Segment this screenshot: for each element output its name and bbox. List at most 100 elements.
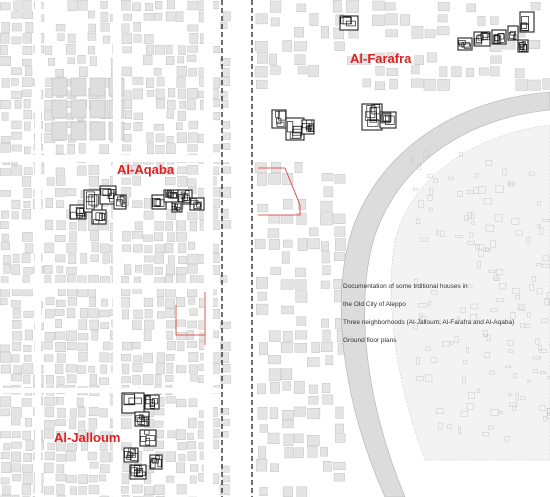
building-block bbox=[132, 484, 143, 494]
house-room bbox=[128, 397, 142, 405]
building-block bbox=[120, 418, 132, 429]
house-room bbox=[275, 110, 280, 118]
building-block bbox=[384, 2, 396, 11]
building-block bbox=[220, 375, 232, 384]
ruin-fragment bbox=[537, 224, 542, 228]
building-block bbox=[89, 56, 97, 66]
building-block bbox=[283, 433, 294, 446]
building-block bbox=[79, 66, 88, 78]
building-block bbox=[121, 33, 133, 45]
building-block bbox=[143, 297, 154, 307]
building-block bbox=[190, 475, 197, 484]
building-block bbox=[489, 43, 502, 52]
house-plan-al-farafra bbox=[339, 15, 359, 31]
building-block bbox=[44, 242, 54, 254]
building-block bbox=[335, 238, 346, 251]
building-block bbox=[282, 410, 294, 421]
ruin-fragment bbox=[416, 163, 421, 170]
building-block bbox=[220, 341, 231, 351]
building-block bbox=[67, 33, 76, 44]
building-block bbox=[220, 431, 229, 438]
building-block bbox=[220, 91, 228, 99]
building-block bbox=[333, 27, 345, 40]
courtyard-block bbox=[51, 99, 68, 119]
building-block bbox=[490, 16, 499, 25]
building-block bbox=[21, 253, 31, 264]
house-room bbox=[144, 395, 151, 401]
building-block bbox=[280, 368, 293, 380]
building-block bbox=[69, 221, 77, 230]
building-block bbox=[309, 13, 319, 26]
building-block bbox=[0, 32, 10, 44]
house-room bbox=[520, 23, 529, 31]
house-room bbox=[100, 188, 111, 196]
house-room bbox=[155, 455, 160, 461]
ruin-fragment bbox=[425, 346, 432, 351]
building-block bbox=[321, 318, 329, 328]
house-room bbox=[190, 198, 197, 205]
house-room bbox=[172, 206, 177, 211]
house-plan-al-jalloum bbox=[134, 411, 150, 427]
building-block bbox=[121, 66, 133, 77]
ruin-fragment bbox=[485, 159, 493, 166]
building-block bbox=[11, 131, 22, 140]
red-parcel-west bbox=[175, 305, 205, 336]
building-block bbox=[23, 453, 32, 462]
ruin-fragment bbox=[464, 215, 469, 222]
house-room bbox=[289, 131, 301, 139]
building-block bbox=[155, 363, 166, 375]
building-block bbox=[166, 135, 174, 143]
building-block bbox=[88, 175, 99, 187]
building-block bbox=[55, 144, 64, 155]
building-block bbox=[0, 241, 10, 251]
building-block bbox=[165, 11, 176, 22]
building-block bbox=[254, 239, 266, 250]
building-block bbox=[121, 486, 129, 494]
building-block bbox=[153, 124, 165, 131]
ruin-fragment bbox=[535, 338, 540, 345]
building-block bbox=[11, 165, 23, 176]
building-block bbox=[296, 3, 306, 12]
building-block bbox=[322, 265, 331, 275]
building-block bbox=[177, 442, 187, 451]
house-plan-al-farafra bbox=[517, 39, 529, 53]
citadel-moat-ring bbox=[340, 91, 550, 497]
house-outline bbox=[339, 15, 359, 31]
building-block bbox=[167, 430, 176, 439]
building-block bbox=[132, 200, 143, 209]
building-block bbox=[323, 461, 332, 472]
ruin-fragment bbox=[436, 408, 444, 414]
building-block bbox=[220, 352, 229, 363]
ruin-fragment bbox=[470, 314, 478, 322]
building-block bbox=[44, 397, 56, 406]
building-block bbox=[121, 276, 129, 284]
house-plan-al-farafra bbox=[519, 11, 535, 33]
building-block bbox=[132, 88, 143, 100]
ruin-fragment bbox=[477, 261, 481, 269]
building-block bbox=[165, 56, 175, 65]
building-block bbox=[56, 397, 64, 405]
ruin-fragment bbox=[478, 250, 484, 257]
building-block bbox=[23, 311, 34, 318]
building-block bbox=[267, 228, 280, 238]
building-block bbox=[188, 120, 198, 130]
courtyard-block bbox=[89, 121, 106, 141]
building-block bbox=[528, 79, 541, 91]
house-room bbox=[127, 452, 134, 458]
ruin-fragment bbox=[515, 393, 519, 401]
building-block bbox=[24, 146, 31, 155]
ruin-fragment bbox=[529, 284, 534, 291]
building-block bbox=[0, 168, 11, 176]
building-block bbox=[213, 112, 220, 121]
ruin-fragment bbox=[460, 410, 468, 417]
building-block bbox=[67, 57, 76, 65]
building-block bbox=[255, 459, 268, 472]
building-block bbox=[11, 463, 22, 473]
house-plan-al-farafra bbox=[285, 117, 305, 141]
house-room bbox=[145, 396, 151, 405]
house-room bbox=[477, 34, 484, 41]
building-block bbox=[12, 320, 22, 329]
building-block bbox=[168, 87, 176, 98]
ruin-fragment bbox=[532, 369, 538, 374]
building-block bbox=[66, 267, 77, 275]
